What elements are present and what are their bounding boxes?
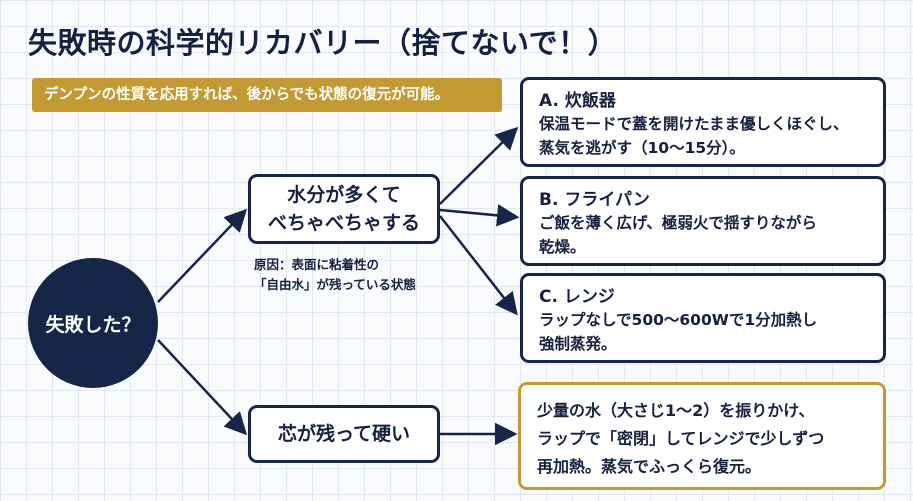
arrow-start-to-hard <box>157 339 248 436</box>
method-microwave-line-2: 強制蒸発。 <box>539 335 617 353</box>
method-frying-pan-line-2: 乾燥。 <box>539 238 586 256</box>
arrow-wet-to-rice-cooker <box>439 126 519 205</box>
method-microwave-line-1: ラップなしで500〜600Wで1分加熱し <box>539 311 818 329</box>
method-microwave-title: C. レンジ <box>539 287 615 307</box>
method-frying-pan: B. フライパン ご飯を薄く広げ、極弱火で揺すりながら 乾燥。 <box>520 176 886 266</box>
cause-note: 原因：表面に粘着性の 「自由水」が残っている状態 <box>254 255 416 295</box>
page-title: 失敗時の科学的リカバリー（捨てないで！） <box>28 26 618 60</box>
arrow-wet-to-microwave <box>439 215 518 316</box>
method-rice-cooker-title: A. 炊飯器 <box>539 91 616 111</box>
branch-wet-line-1: 水分が多くて <box>287 184 401 206</box>
branch-wet-line-2: べちゃべちゃする <box>267 212 420 234</box>
branch-hard-rice: 芯が残って硬い <box>248 405 440 463</box>
remedy-line-2: ラップで「密閉」してレンジで少しずつ <box>537 429 825 448</box>
cause-note-line-2: 「自由水」が残っている状態 <box>254 277 416 292</box>
branch-hard-line-1: 芯が残って硬い <box>277 423 411 445</box>
arrow-wet-to-frying-pan <box>439 204 520 227</box>
remedy-line-1: 少量の水（大さじ1〜2）を振りかけ、 <box>537 401 815 420</box>
method-rice-cooker-line-1: 保温モードで蓋を開けたまま優しくほぐし、 <box>539 115 849 133</box>
subtitle-banner: デンプンの性質を応用すれば、後からでも状態の復元が可能。 <box>32 78 502 112</box>
cause-note-line-1: 原因：表面に粘着性の <box>254 257 380 272</box>
method-frying-pan-line-1: ご飯を薄く広げ、極弱火で揺すりながら <box>539 214 817 232</box>
method-microwave: C. レンジ ラップなしで500〜600Wで1分加熱し 強制蒸発。 <box>520 273 886 363</box>
method-rice-cooker-line-2: 蒸気を逃がす（10〜15分）。 <box>539 139 745 157</box>
method-frying-pan-title: B. フライパン <box>539 190 650 210</box>
arrow-start-to-wet <box>157 208 248 303</box>
start-node-failed: 失敗した？ <box>28 258 158 388</box>
branch-wet-rice: 水分が多くて べちゃべちゃする <box>248 174 440 244</box>
method-rice-cooker: A. 炊飯器 保温モードで蓋を開けたまま優しくほぐし、 蒸気を逃がす（10〜15… <box>520 77 886 167</box>
remedy-box: 少量の水（大さじ1〜2）を振りかけ、 ラップで「密閉」してレンジで少しずつ 再加… <box>518 382 886 490</box>
remedy-line-3: 再加熱。蒸気でふっくら復元。 <box>537 457 762 476</box>
